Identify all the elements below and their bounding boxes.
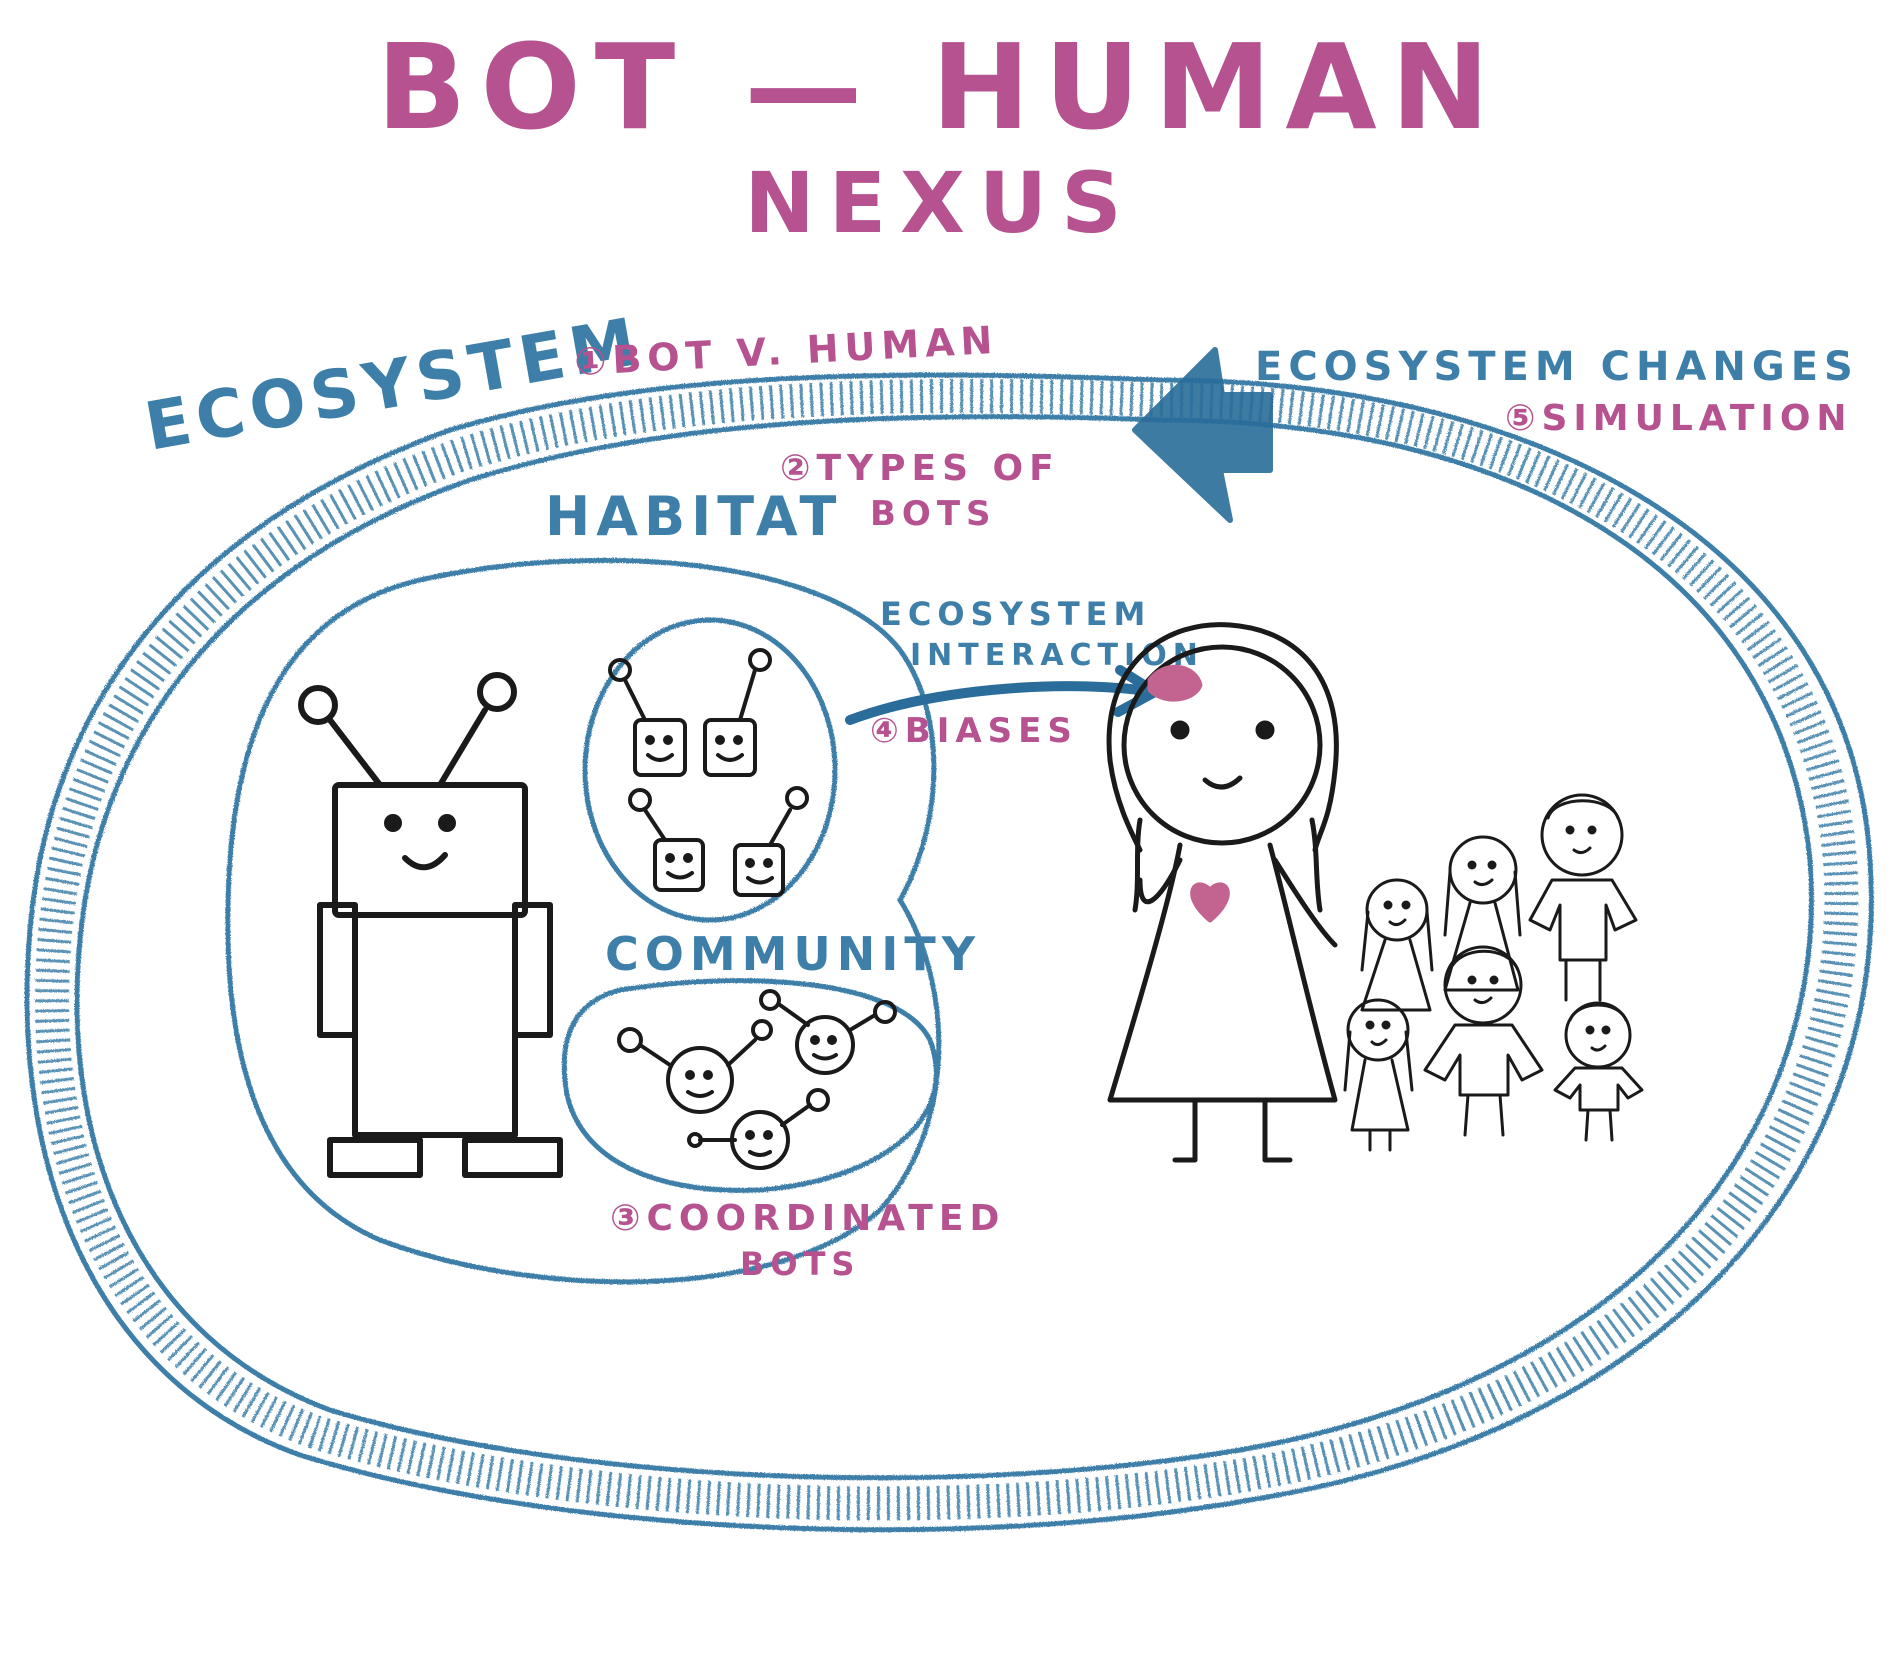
robot-arm-right <box>512 902 553 1038</box>
ecosystem-label: ECOSYSTEM <box>139 303 647 466</box>
community-bubble <box>561 978 939 1193</box>
human-girl <box>1106 622 1339 1163</box>
community-label: COMMUNITY <box>605 927 981 981</box>
big-robot <box>298 672 563 1178</box>
robot-arm-left <box>317 902 358 1038</box>
girl-head <box>1121 644 1323 846</box>
ecosystem-changes-label: ECOSYSTEM CHANGES <box>1255 344 1859 390</box>
habitat-boundary <box>225 557 942 1285</box>
ecosystem-cycle-arrow-icon <box>1132 347 1273 523</box>
child <box>1443 835 1522 992</box>
robot-foot-right <box>462 1137 563 1178</box>
interaction-arrow <box>845 681 1145 725</box>
robot-antenna-left <box>327 717 383 788</box>
ecosystem-interaction-label-1: ECOSYSTEM <box>880 595 1151 633</box>
girl-braid-left <box>1132 817 1143 913</box>
types-of-bots-bubble <box>582 617 838 923</box>
ecosystem-ring <box>24 372 1874 1533</box>
types-of-bots-label-2: BOTS <box>870 494 997 534</box>
girl-hair-bow-icon <box>1147 664 1203 702</box>
robot-foot-left <box>327 1137 423 1178</box>
title-line-2: NEXUS <box>744 154 1135 252</box>
habitat-label: HABITAT <box>545 485 842 548</box>
child <box>1343 998 1414 1152</box>
biases-label: ④BIASES <box>870 711 1078 751</box>
girl-braid-right <box>1309 817 1323 913</box>
robot-antenna-right <box>437 707 488 788</box>
girl-heart-icon <box>1190 882 1230 923</box>
coordinated-bots-label-2: BOTS <box>740 1245 860 1283</box>
child <box>1423 945 1544 1137</box>
robot-head <box>332 782 528 918</box>
girl-arm-left <box>1137 857 1183 905</box>
simulation-label: ⑤SIMULATION <box>1505 398 1853 439</box>
small-bot <box>703 648 772 777</box>
ring-zigzag <box>35 378 1859 1521</box>
small-bot <box>628 788 705 892</box>
child <box>1528 793 1638 1002</box>
child <box>1553 1001 1644 1142</box>
small-bot <box>733 786 809 897</box>
title-line-1: BOT — HUMAN <box>377 18 1504 156</box>
robot-body <box>352 912 518 1138</box>
coordinated-bots-label-1: ③COORDINATED <box>610 1198 1005 1239</box>
small-bot <box>608 658 687 777</box>
children-group <box>1343 793 1644 1152</box>
small-bots-group <box>608 648 809 897</box>
girl-dress <box>1107 842 1338 1103</box>
girl-hair <box>1106 622 1339 853</box>
child <box>1360 878 1434 1012</box>
ecosystem-interaction-label-2: INTERACTION <box>910 638 1204 673</box>
coordinated-bots-group <box>617 989 897 1170</box>
types-of-bots-label-1: ②TYPES OF <box>780 448 1060 489</box>
girl-arm-right <box>1272 857 1338 948</box>
